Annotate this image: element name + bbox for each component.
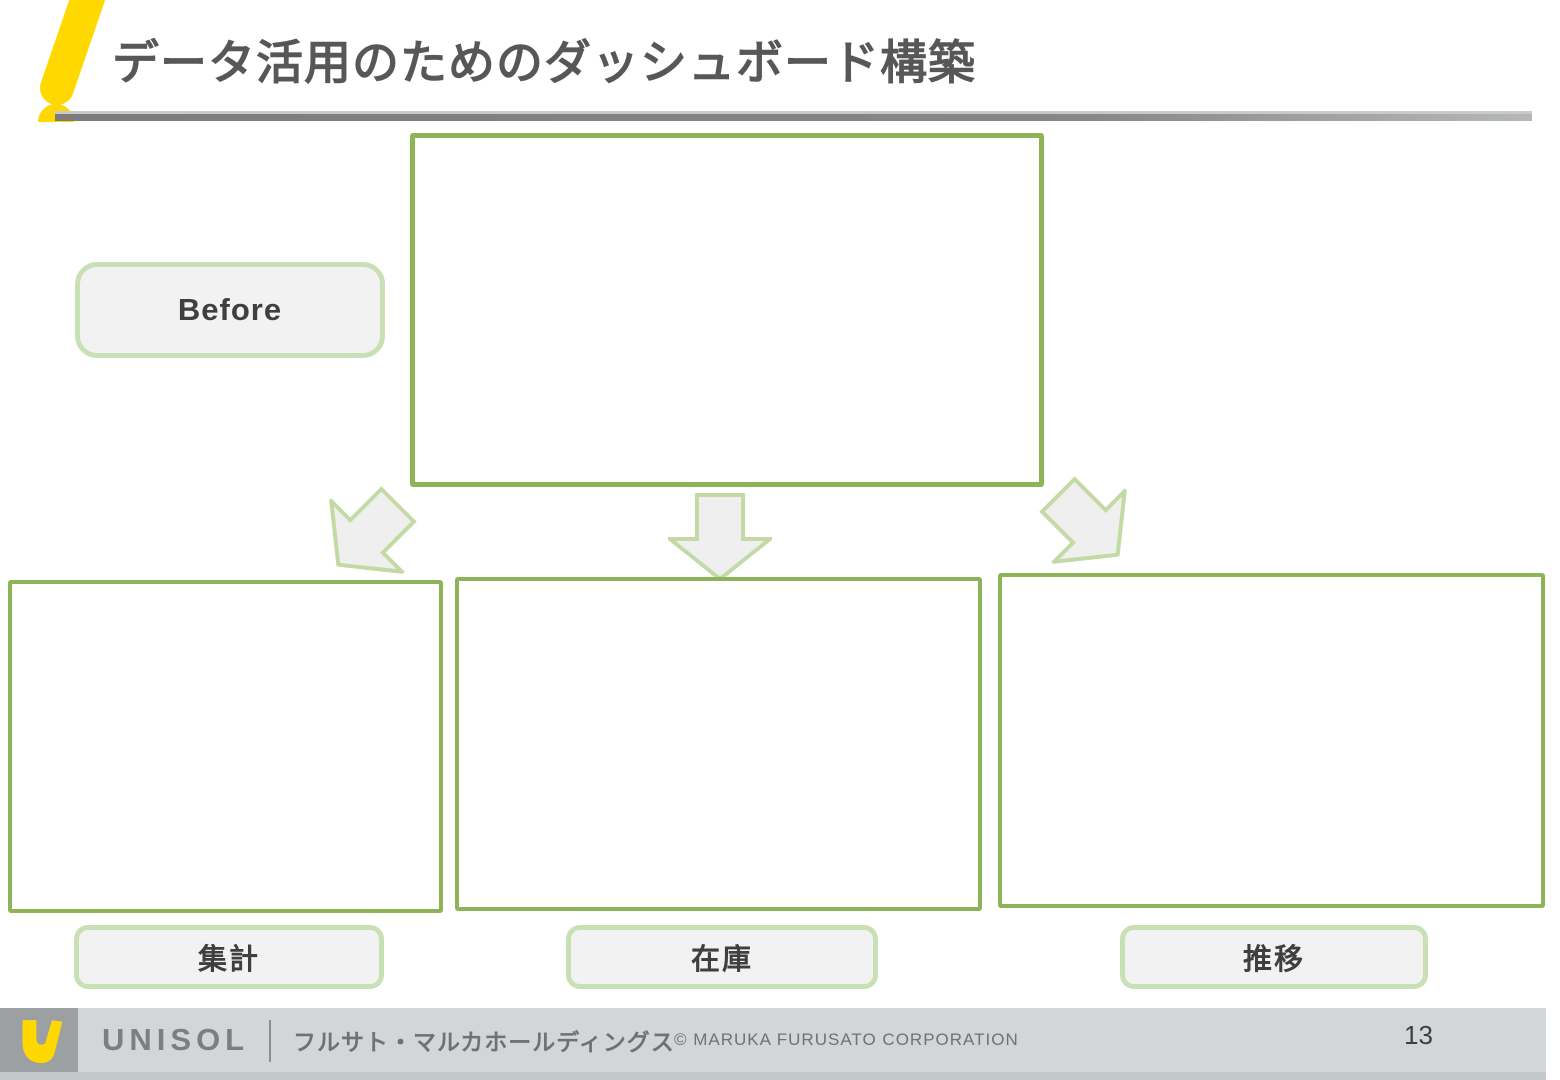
before-dashboard-placeholder-box bbox=[410, 133, 1044, 487]
footer: UNISOL フルサト・マルカホールディングス © MARUKA FURUSAT… bbox=[0, 1008, 1546, 1072]
inventory-placeholder-box bbox=[455, 577, 982, 911]
trend-placeholder-box bbox=[998, 573, 1545, 908]
company-name: フルサト・マルカホールディングス bbox=[293, 1029, 675, 1055]
aggregate-placeholder-box bbox=[8, 580, 443, 913]
inventory-badge: 在庫 bbox=[566, 925, 878, 989]
copyright-text: © MARUKA FURUSATO CORPORATION bbox=[674, 1030, 1019, 1049]
arrow-down-icon bbox=[668, 493, 772, 581]
trend-badge-label: 推移 bbox=[1242, 944, 1305, 976]
before-badge-label: Before bbox=[177, 292, 283, 327]
exclamation-slash-icon bbox=[40, 0, 106, 105]
trend-badge: 推移 bbox=[1120, 925, 1428, 989]
footer-divider bbox=[269, 1020, 271, 1062]
arrow-down-left-icon bbox=[328, 486, 417, 575]
arrow-down-right-icon bbox=[1039, 476, 1128, 565]
before-badge: Before bbox=[75, 262, 385, 358]
page-number: 13 bbox=[1404, 1020, 1433, 1050]
unisol-logo-square bbox=[0, 1008, 78, 1072]
brand-name: UNISOL bbox=[102, 1022, 250, 1057]
page-title: データ活用のためのダッシュボード構築 bbox=[112, 36, 976, 89]
unisol-u-icon bbox=[22, 1020, 63, 1064]
title-underline-rule bbox=[55, 111, 1532, 121]
aggregate-badge-label: 集計 bbox=[197, 944, 260, 976]
aggregate-badge: 集計 bbox=[74, 925, 384, 989]
inventory-badge-label: 在庫 bbox=[690, 944, 753, 976]
footer-shadow-strip bbox=[0, 1072, 1546, 1080]
